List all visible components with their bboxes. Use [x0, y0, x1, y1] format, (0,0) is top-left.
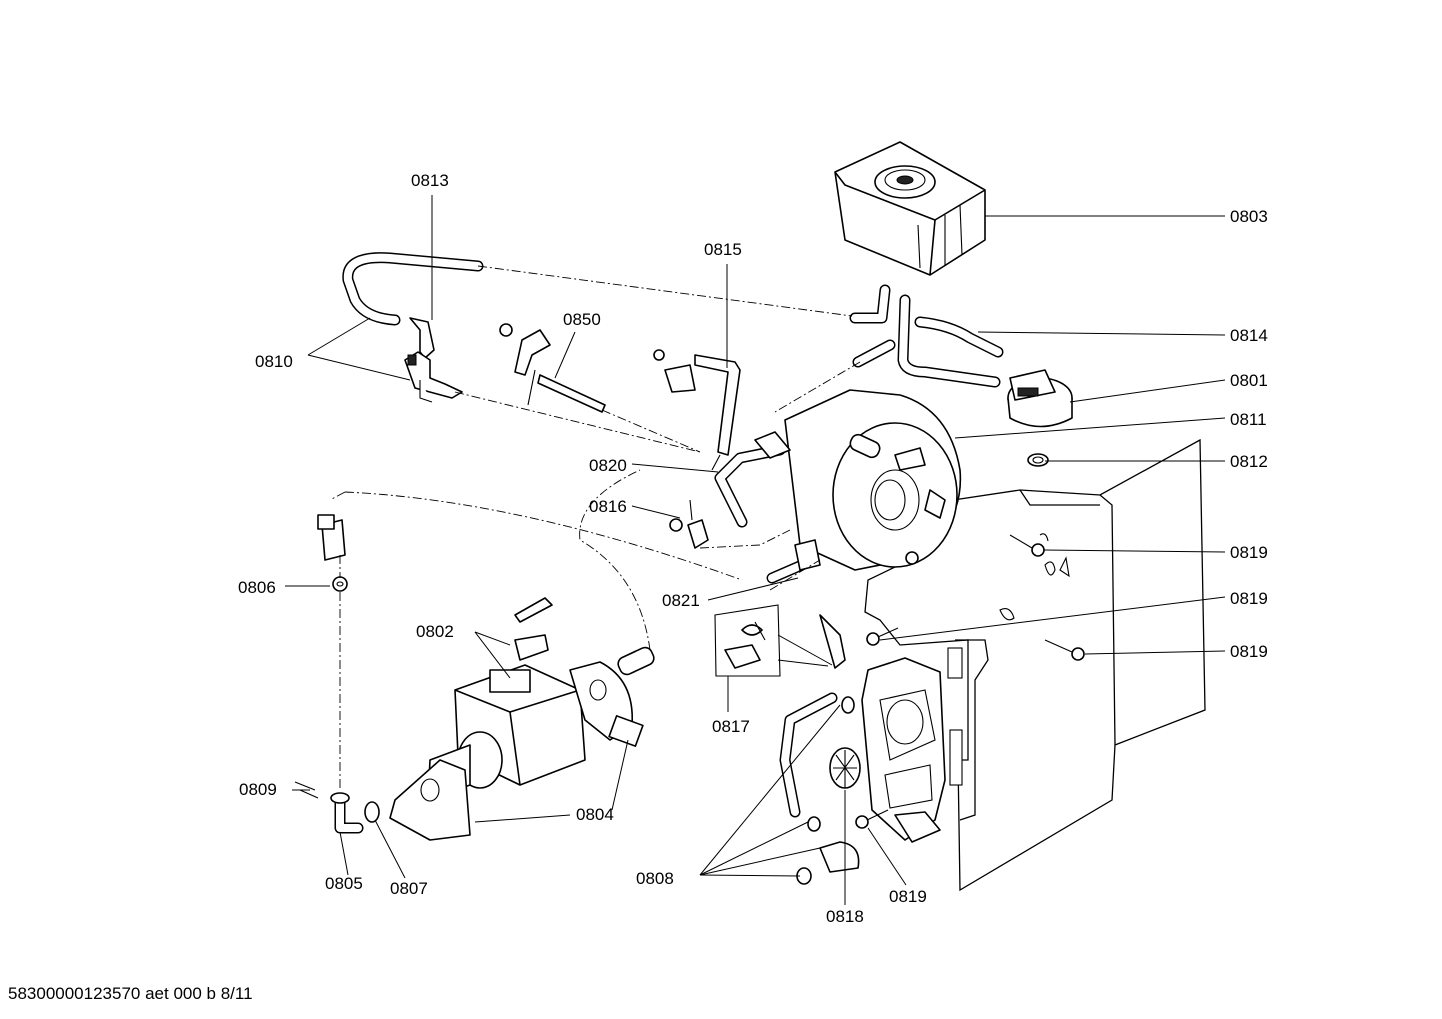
callout-0812: 0812: [1230, 452, 1268, 471]
callout-0811: 0811: [1230, 410, 1267, 429]
part-0820-hose: [714, 431, 791, 528]
part-0850-bracket: [499, 323, 606, 413]
part-0818-thermostat: [819, 614, 946, 843]
callout-0809: 0809: [239, 780, 277, 799]
part-0803-cover: [834, 141, 986, 276]
callout-0806: 0806: [238, 578, 276, 597]
part-0815-element: [653, 349, 741, 471]
drawing-reference-footer: 58300000123570 aet 000 b 8/11: [8, 984, 253, 1003]
callout-0802: 0802: [416, 622, 454, 641]
callout-0804: 0804: [576, 805, 614, 824]
part-0808-pipe: [779, 692, 860, 885]
callout-0816: 0816: [589, 497, 627, 516]
part-0806-valve: [317, 514, 348, 592]
part-0817-bracket: [714, 604, 781, 677]
part-0804-hose: [617, 646, 655, 676]
callout-0815: 0815: [704, 240, 742, 259]
part-0814-hoses: [849, 284, 1004, 388]
callout-0805: 0805: [325, 874, 363, 893]
callout-0803: 0803: [1230, 207, 1268, 226]
part-0821-fitting: [766, 539, 821, 584]
part-0809-clip: [294, 781, 319, 799]
assembly-lines: [329, 265, 861, 790]
callout-0808: 0808: [636, 869, 674, 888]
callout-0813: 0813: [411, 171, 449, 190]
part-0805-elbow: [330, 792, 364, 834]
callout-0807: 0807: [390, 879, 428, 898]
part-0807-seal: [364, 801, 380, 823]
part-0811-boiler: [784, 389, 962, 571]
part-0802-clip: [514, 597, 553, 661]
leader-lines: [285, 195, 1226, 905]
part-0804-pump: [389, 661, 644, 841]
callout-0814: 0814: [1230, 326, 1268, 345]
housing-frame: [864, 438, 1206, 892]
callout-0819-a: 0819: [1230, 543, 1268, 562]
part-0812-seal: [1027, 453, 1049, 467]
callout-0821: 0821: [662, 591, 700, 610]
callout-0817: 0817: [712, 717, 750, 736]
callout-0819-b: 0819: [1230, 589, 1268, 608]
part-0810-valve: [404, 351, 463, 403]
callout-0810: 0810: [255, 352, 293, 371]
part-0813-hose: [342, 252, 484, 359]
callout-0819-c: 0819: [1230, 642, 1268, 661]
screws-0819: [855, 534, 1085, 829]
callout-0850: 0850: [563, 310, 601, 329]
part-0801-level-sensor: [1007, 369, 1073, 428]
part-0816-clip: [669, 499, 709, 549]
callout-0801: 0801: [1230, 371, 1268, 390]
callout-0820: 0820: [589, 456, 627, 475]
callout-0819-d: 0819: [889, 887, 927, 906]
callout-0818: 0818: [826, 907, 864, 926]
